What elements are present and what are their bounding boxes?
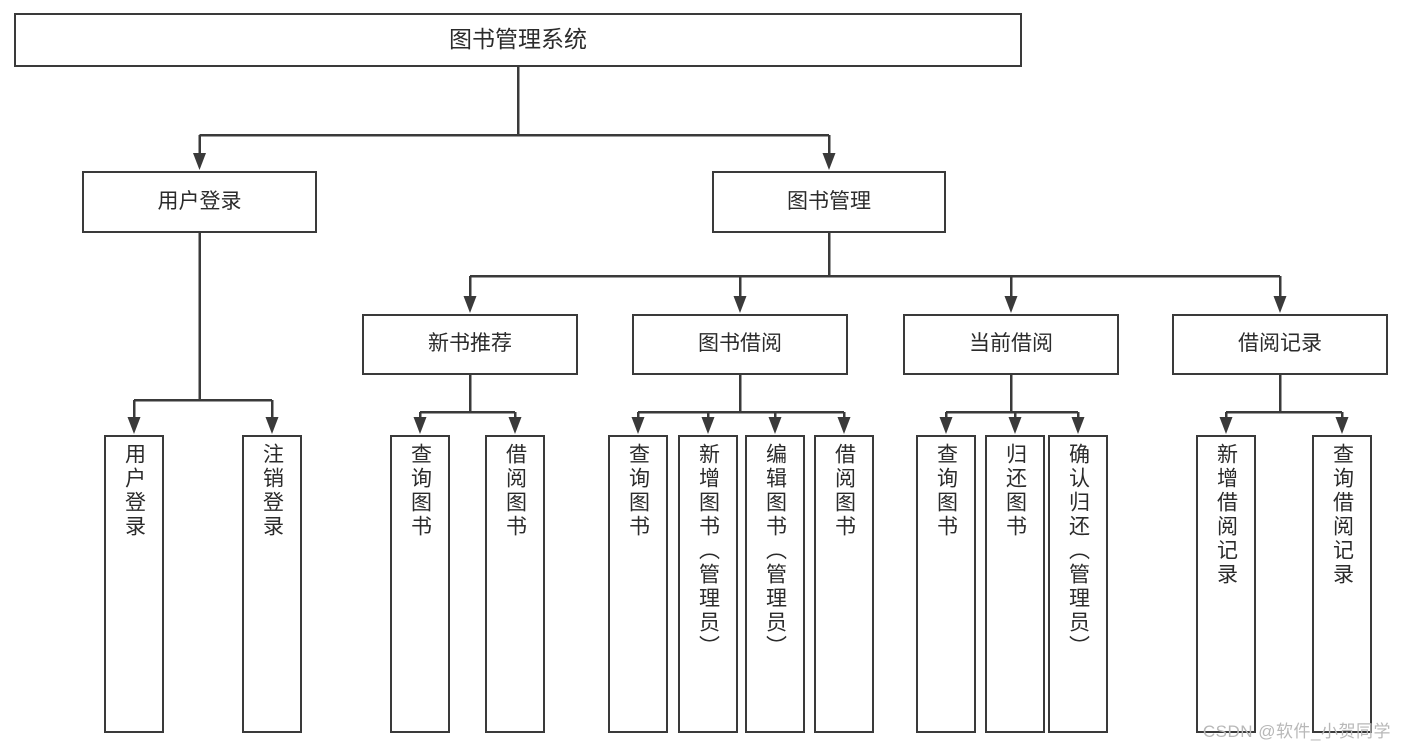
leaf-node-label: 归还图书 [1003, 443, 1027, 539]
leaf-node-label: 新增借阅记录 [1214, 443, 1238, 587]
leaf-node-label: 查询借阅记录 [1330, 443, 1354, 587]
leaf-node[interactable]: 新增图书（管理员） [678, 435, 738, 733]
leaf-node[interactable]: 确认归还（管理员） [1048, 435, 1108, 733]
node-root[interactable]: 图书管理系统 [14, 13, 1022, 67]
watermark: CSDN @软件_小贺同学 [1202, 722, 1391, 741]
leaf-node[interactable]: 借阅图书 [814, 435, 874, 733]
leaf-node[interactable]: 借阅图书 [485, 435, 545, 733]
leaf-node[interactable]: 编辑图书（管理员） [745, 435, 805, 733]
leaf-node-label: 注销登录 [260, 443, 284, 539]
node-new-book-recommend[interactable]: 新书推荐 [362, 314, 578, 375]
node-user-login-label: 用户登录 [157, 189, 242, 213]
node-book-management-label: 图书管理 [787, 189, 871, 213]
node-book-borrow-label: 图书借阅 [698, 332, 782, 356]
node-root-label: 图书管理系统 [449, 26, 587, 53]
leaf-node[interactable]: 新增借阅记录 [1196, 435, 1256, 733]
leaf-node-label: 用户登录 [122, 443, 146, 539]
node-user-login[interactable]: 用户登录 [82, 171, 317, 233]
leaf-node-label: 确认归还（管理员） [1066, 443, 1090, 659]
node-book-borrow[interactable]: 图书借阅 [632, 314, 848, 375]
node-borrow-records-label: 借阅记录 [1238, 332, 1322, 356]
leaf-node[interactable]: 查询借阅记录 [1312, 435, 1372, 733]
leaf-node[interactable]: 归还图书 [985, 435, 1045, 733]
leaf-node-label: 查询图书 [408, 443, 432, 539]
leaf-node-label: 借阅图书 [503, 443, 527, 539]
leaf-node[interactable]: 查询图书 [390, 435, 450, 733]
leaf-node-label: 查询图书 [934, 443, 958, 539]
node-new-book-recommend-label: 新书推荐 [428, 332, 512, 356]
leaf-node[interactable]: 用户登录 [104, 435, 164, 733]
node-borrow-records[interactable]: 借阅记录 [1172, 314, 1388, 375]
node-current-borrow-label: 当前借阅 [969, 332, 1053, 356]
node-current-borrow[interactable]: 当前借阅 [903, 314, 1119, 375]
leaf-node-label: 编辑图书（管理员） [763, 443, 787, 659]
leaf-node[interactable]: 注销登录 [242, 435, 302, 733]
node-book-management[interactable]: 图书管理 [712, 171, 946, 233]
leaf-node[interactable]: 查询图书 [916, 435, 976, 733]
leaf-node[interactable]: 查询图书 [608, 435, 668, 733]
leaf-node-label: 查询图书 [626, 443, 650, 539]
leaf-node-label: 新增图书（管理员） [696, 443, 720, 659]
leaf-node-label: 借阅图书 [832, 443, 856, 539]
